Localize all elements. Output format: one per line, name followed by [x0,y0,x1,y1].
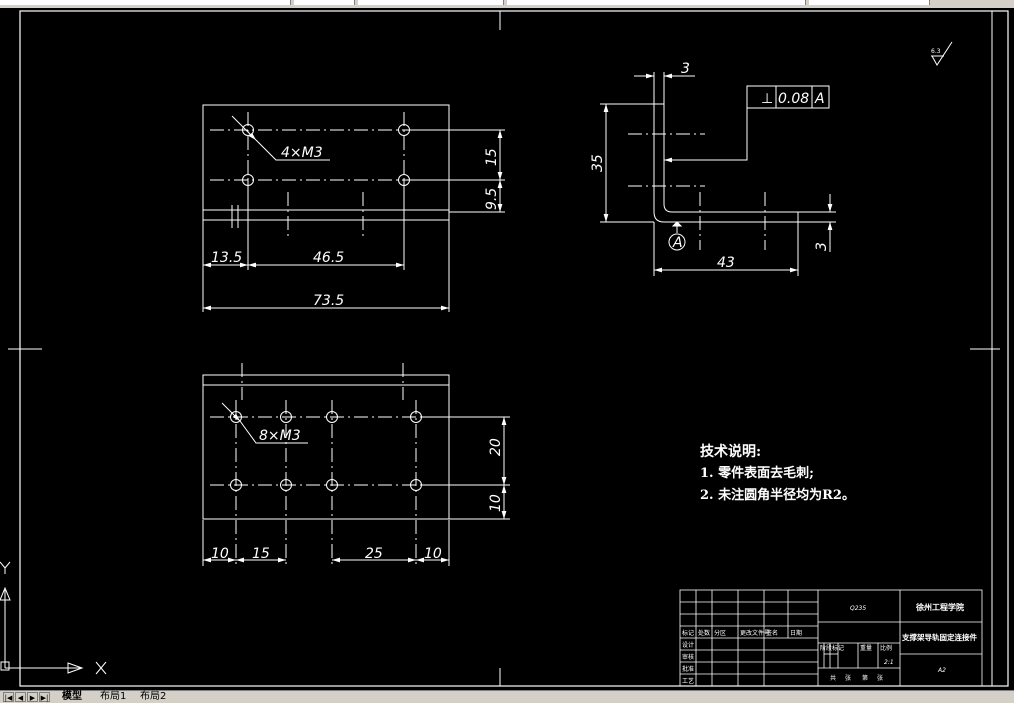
tab-layout-2[interactable]: 布局2 [140,691,167,702]
bottom-dim-10-vert: 10 [488,494,504,512]
tb-row-label-3: 审核 [682,653,694,661]
tb-header-5: 日期 [790,629,802,637]
bottom-dim-25: 25 [365,546,383,562]
prev-tab-button[interactable]: ◀ [15,692,26,702]
tb-material: Q235 [850,605,866,612]
bottom-view [202,363,510,566]
notes-item-1: 1. 零件表面去毛刺; [700,465,814,481]
front-dim-15: 15 [484,148,500,166]
roughness-value: 6.3 [931,48,941,55]
tb-stage-label-1: 阶段标记 [820,644,844,652]
drawing-canvas[interactable]: 4×M3 13.5 46.5 73.5 15 9.5 [0,8,1014,690]
linetype-field[interactable] [358,0,504,5]
side-dim-3-right: 3 [814,242,830,251]
layout-tab-bar: |◀ ◀ ▶ ▶| 模型 布局1 布局2 [0,690,1014,703]
tb-header-1: 处数 [698,629,710,637]
last-tab-button[interactable]: ▶| [39,692,50,702]
tb-sheet-label-2: 张 [845,674,851,682]
front-view [202,104,505,312]
tb-row-label-1: 标记 [682,629,694,637]
color-field[interactable] [809,0,930,5]
tb-row-label-5: 工艺 [682,677,694,685]
first-tab-button[interactable]: |◀ [3,692,14,702]
tb-header-4: 签名 [766,629,778,637]
tb-row-label-2: 设计 [682,641,694,649]
tab-layout-1[interactable]: 布局1 [100,691,127,702]
tb-scale: 2:1 [884,659,894,666]
side-dim-3-top: 3 [681,61,690,77]
front-dim-46-5: 46.5 [313,250,344,266]
tb-sheet-size: A2 [937,667,946,674]
bottom-dim-10-left: 10 [211,546,229,562]
side-dim-43: 43 [717,255,735,271]
ucs-icon [0,561,107,675]
next-tab-button[interactable]: ▶ [27,692,38,702]
tb-part-name: 支撑架导轨固定连接件 [901,632,977,642]
tab-model[interactable]: 模型 [62,691,82,702]
fcf-tolerance: 0.08 [778,91,809,107]
title-block [679,589,983,687]
tb-stage-label-3: 比例 [880,644,892,652]
tb-header-3: 更改文件号 [740,629,770,637]
bottom-dim-20: 20 [488,438,504,456]
bottom-dim-10-right: 10 [424,546,442,562]
bottom-hole-callout: 8×M3 [259,428,301,444]
front-hole-callout: 4×M3 [281,145,323,161]
top-toolbar-strip [0,0,1014,8]
tb-stage-label-2: 重量 [860,644,872,652]
layer-field[interactable] [294,0,355,5]
side-view [600,41,953,276]
tb-row-label-4: 批准 [682,665,694,673]
drawing-frame [8,10,1009,687]
front-dim-73-5: 73.5 [313,293,344,309]
fcf-symbol: ⊥ [761,91,773,107]
lineweight-field[interactable] [507,0,806,5]
notes-title: 技术说明: [700,443,761,460]
front-dim-13-5: 13.5 [211,250,242,266]
bottom-dim-15: 15 [252,546,270,562]
tb-header-2: 分区 [714,629,726,637]
notes-item-2: 2. 未注圆角半径均为R2。 [700,487,855,503]
datum-label: A [672,235,683,251]
tb-school: 徐州工程学院 [915,602,964,612]
fcf-datum: A [814,91,825,107]
command-field[interactable] [0,0,291,5]
tb-sheet-label-3: 第 [862,674,868,682]
tb-sheet-label-4: 张 [877,674,883,682]
front-dim-9-5: 9.5 [484,188,500,210]
side-dim-35: 35 [590,154,606,172]
tb-sheet-label-1: 共 [830,674,836,682]
